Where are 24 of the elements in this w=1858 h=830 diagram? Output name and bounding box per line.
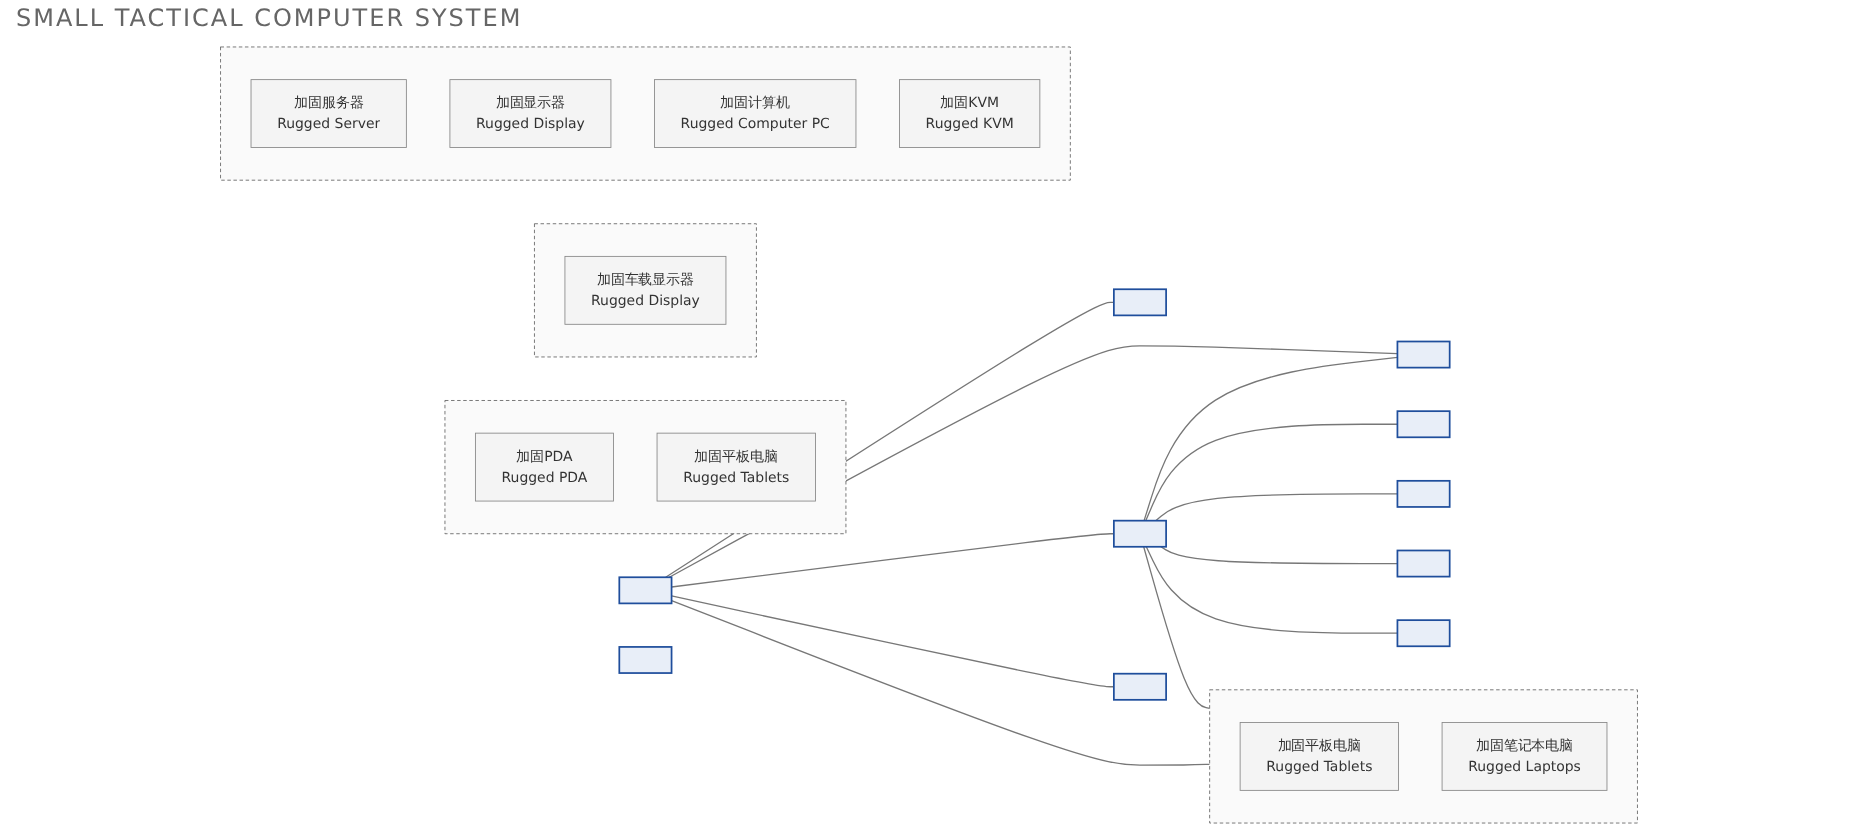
node-box: [1396, 619, 1451, 648]
cluster: [1209, 689, 1638, 824]
node-box: [1396, 410, 1451, 439]
connector: [670, 599, 1211, 766]
node-box: [1113, 519, 1167, 548]
connector: [1145, 546, 1399, 634]
diagram-title: SMALL TACTICAL COMPUTER SYSTEM: [14, 2, 525, 36]
cluster: [534, 223, 757, 358]
connector: [1145, 423, 1399, 522]
node-box: [1113, 672, 1167, 701]
node-box: [618, 576, 673, 605]
connector: [670, 533, 1115, 588]
node-box: [1396, 340, 1451, 369]
connector: [1160, 546, 1399, 565]
node-box: [1396, 549, 1451, 578]
connector: [1143, 546, 1211, 710]
node-box: [1113, 288, 1167, 317]
cluster: [220, 46, 1071, 181]
connector: [1143, 356, 1399, 522]
node-box: [1396, 479, 1451, 508]
node-box: [618, 646, 673, 674]
cluster: [444, 400, 847, 535]
connector: [670, 595, 1115, 688]
connector: [1155, 493, 1399, 522]
